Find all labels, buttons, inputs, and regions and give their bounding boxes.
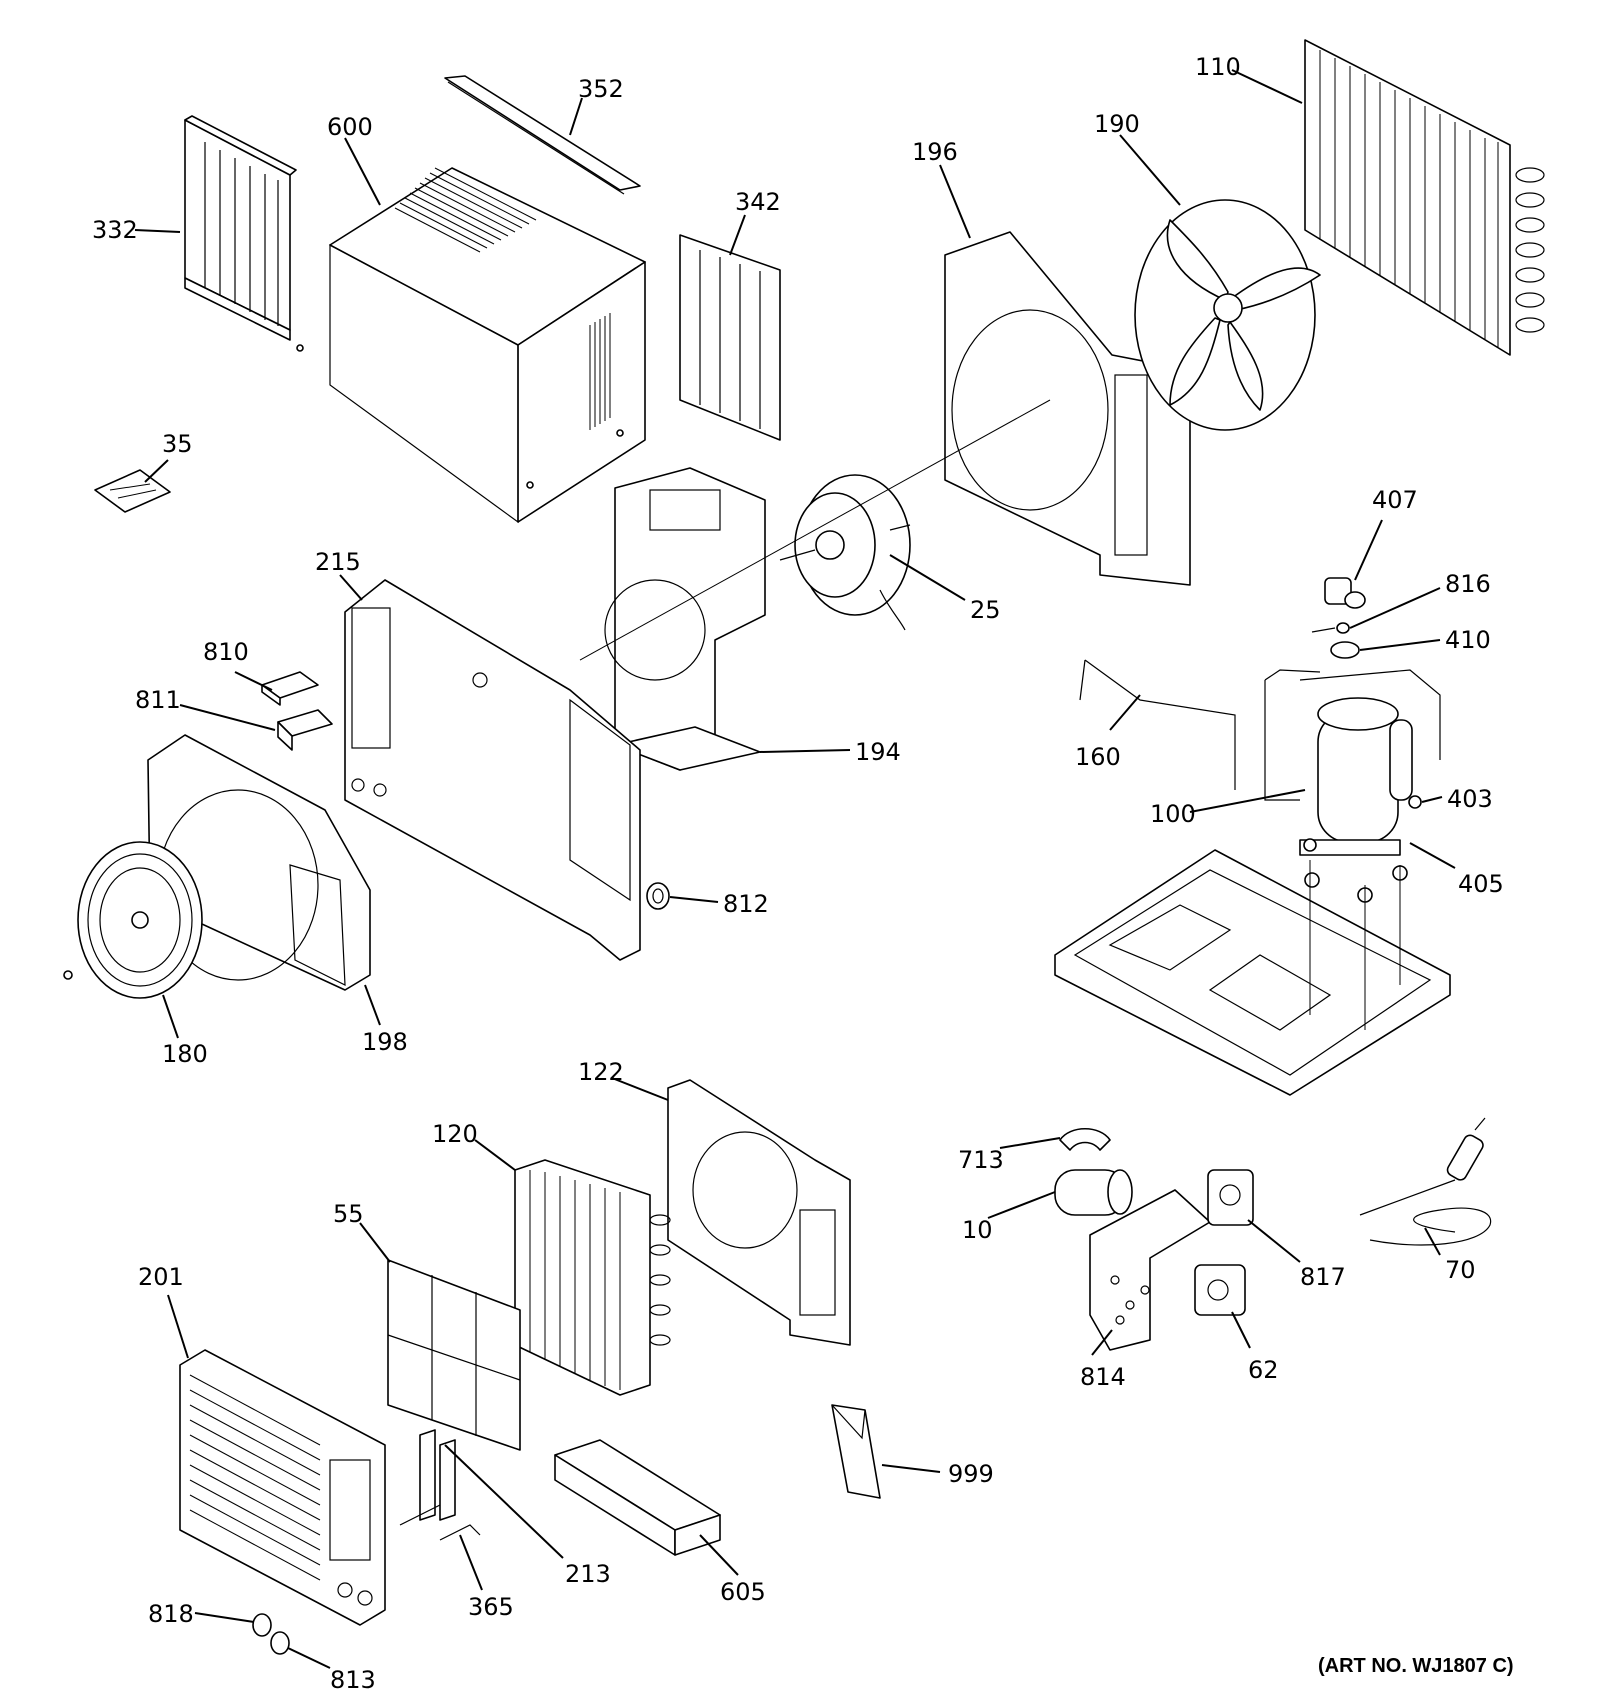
callout-410: 410 (1445, 626, 1491, 654)
part-332-side-panel (184, 115, 297, 341)
callout-342: 342 (735, 188, 781, 216)
callout-352: 352 (578, 75, 624, 103)
part-342-bracket (679, 234, 781, 441)
part-405-mounts (1304, 865, 1408, 903)
part-811-foam (277, 709, 333, 751)
callout-365: 365 (468, 1593, 514, 1621)
callout-25: 25 (970, 596, 1001, 624)
callout-817: 817 (1300, 1263, 1346, 1291)
part-215-partition (344, 579, 641, 961)
callout-196: 196 (912, 138, 958, 166)
callout-180: 180 (162, 1040, 208, 1068)
part-352-rail (444, 75, 641, 195)
art-number: (ART NO. WJ1807 C) (1318, 1655, 1514, 1677)
callout-100: 100 (1150, 800, 1196, 828)
callout-403: 403 (1447, 785, 1493, 813)
part-194-motor-bracket (604, 467, 766, 771)
callout-818: 818 (148, 1600, 194, 1628)
part-410-gasket (1330, 641, 1360, 659)
callout-999: 999 (948, 1460, 994, 1488)
condenser-fins (1319, 50, 1499, 347)
callout-110: 110 (1195, 53, 1241, 81)
part-180-blower-wheel (63, 841, 203, 999)
part-110-condenser-coil (1304, 39, 1545, 356)
callout-605: 605 (720, 1578, 766, 1606)
part-407-terminal-cover (1324, 577, 1366, 609)
part-713-strap (1059, 1128, 1111, 1151)
callout-35: 35 (162, 430, 193, 458)
callout-713: 713 (958, 1146, 1004, 1174)
part-160-tubing (1079, 659, 1236, 790)
part-35-label (94, 469, 171, 513)
callout-407: 407 (1372, 486, 1418, 514)
callout-120: 120 (432, 1120, 478, 1148)
part-25-fan-motor (779, 474, 911, 631)
part-62-thermostat (1194, 1264, 1246, 1316)
callout-813: 813 (330, 1666, 376, 1694)
part-10-capacitor (1054, 1169, 1133, 1216)
part-213-bracket (399, 1429, 456, 1526)
callout-215: 215 (315, 548, 361, 576)
part-70-power-cord (1359, 1117, 1492, 1246)
callout-201: 201 (138, 1263, 184, 1291)
part-818-knob (252, 1613, 272, 1637)
part-196-shroud (944, 231, 1191, 586)
part-base-pan (1054, 849, 1451, 1096)
callout-10: 10 (962, 1216, 993, 1244)
callout-213: 213 (565, 1560, 611, 1588)
callout-811: 811 (135, 686, 181, 714)
part-810-foam (261, 671, 319, 706)
part-816-wire (1311, 622, 1350, 634)
cabinet-side-vents (589, 313, 611, 430)
part-814-control-bracket (1089, 1189, 1211, 1351)
part-190-fan (1134, 199, 1321, 431)
callout-62: 62 (1248, 1356, 1279, 1384)
callout-190: 190 (1094, 110, 1140, 138)
part-365-cord (439, 1524, 481, 1541)
callout-55: 55 (333, 1200, 364, 1228)
part-813-knob (270, 1631, 290, 1655)
part-122-orifice-panel (667, 1079, 851, 1346)
condenser-return-bends (1515, 167, 1545, 333)
callout-198: 198 (362, 1028, 408, 1056)
callout-332: 332 (92, 216, 138, 244)
leader-lines (134, 69, 1456, 1669)
part-812-grommet (646, 882, 670, 910)
part-999-literature (831, 1404, 881, 1499)
callout-816: 816 (1445, 570, 1491, 598)
part-55-filter (387, 1259, 521, 1451)
evaporator-fins (529, 1170, 621, 1390)
part-120-evaporator-coil (514, 1159, 671, 1396)
part-201-front-grille (179, 1349, 386, 1626)
callout-194: 194 (855, 738, 901, 766)
cabinet-top-vents (394, 167, 537, 253)
callout-405: 405 (1458, 870, 1504, 898)
callout-122: 122 (578, 1058, 624, 1086)
callout-70: 70 (1445, 1256, 1476, 1284)
callout-814: 814 (1080, 1363, 1126, 1391)
assembly-axis-line (579, 399, 1051, 661)
grille-louvers (189, 1374, 321, 1581)
callout-labels: 352 600 332 342 196 190 110 35 215 25 40… (92, 53, 1514, 1694)
part-600-cabinet (296, 167, 646, 524)
callout-810: 810 (203, 638, 249, 666)
callout-160: 160 (1075, 743, 1121, 771)
part-605-foam (554, 1439, 721, 1556)
callout-600: 600 (327, 113, 373, 141)
part-403-grommets (1303, 795, 1422, 852)
part-817-switch (1207, 1169, 1254, 1226)
part-100-compressor (1264, 669, 1441, 856)
callout-812: 812 (723, 890, 769, 918)
